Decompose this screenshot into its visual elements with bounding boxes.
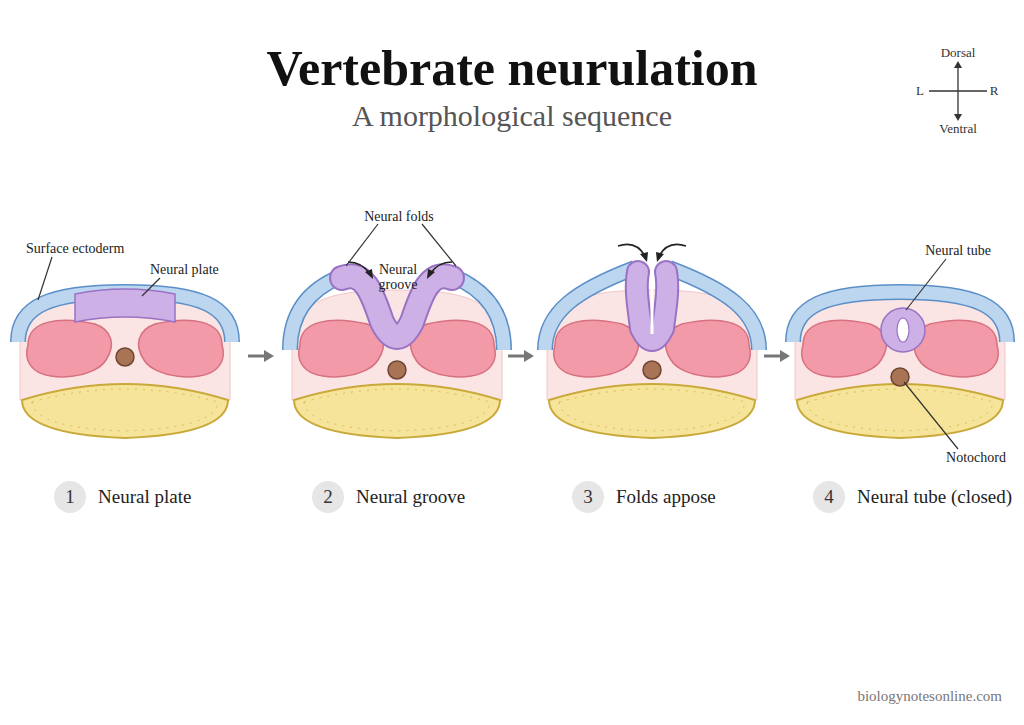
step-label: Neural tube (closed) <box>857 486 1012 508</box>
diagram-title: Vertebrate neurulation <box>266 41 757 96</box>
callout-number: 2 <box>312 481 344 513</box>
step-circle: 4Neural tube (closed) <box>813 481 845 513</box>
callout-number: 4 <box>813 481 845 513</box>
step-circle: 1Neural plate <box>54 481 86 513</box>
step-circle: 3Folds appose <box>572 481 604 513</box>
embryo-base <box>292 290 502 438</box>
panel-folds <box>545 268 759 438</box>
callout-number: 1 <box>54 481 86 513</box>
panel-tube <box>793 290 1007 438</box>
step-circle: 2Neural groove <box>312 481 344 513</box>
step-label: Neural plate <box>98 486 191 508</box>
neural-plate-shape <box>75 289 175 322</box>
compass-label: R <box>990 84 999 98</box>
part-label: Neural folds <box>364 209 434 224</box>
notochord-shape <box>116 348 134 366</box>
sequence-arrows <box>248 350 790 362</box>
part-label: Neural groove <box>370 263 426 292</box>
compass-label: Dorsal <box>941 46 976 60</box>
callout-number: 3 <box>572 481 604 513</box>
part-label: Neural tube <box>925 243 991 258</box>
embryo-base <box>795 290 1005 438</box>
step-label: Folds appose <box>616 486 716 508</box>
watermark: biologynotesonline.com <box>857 688 1002 705</box>
part-label: Neural plate <box>150 262 219 277</box>
part-label: Notochord <box>946 450 1006 465</box>
compass-label: Ventral <box>939 122 977 136</box>
step-label: Neural groove <box>356 486 465 508</box>
orientation-compass <box>929 61 987 121</box>
subtitle: A morphological sequence <box>352 99 672 132</box>
part-label: Surface ectoderm <box>26 241 124 256</box>
embryo-base <box>20 290 230 438</box>
leader-lines <box>38 224 958 449</box>
panel-groove <box>290 276 504 438</box>
compass-label: L <box>916 84 924 98</box>
